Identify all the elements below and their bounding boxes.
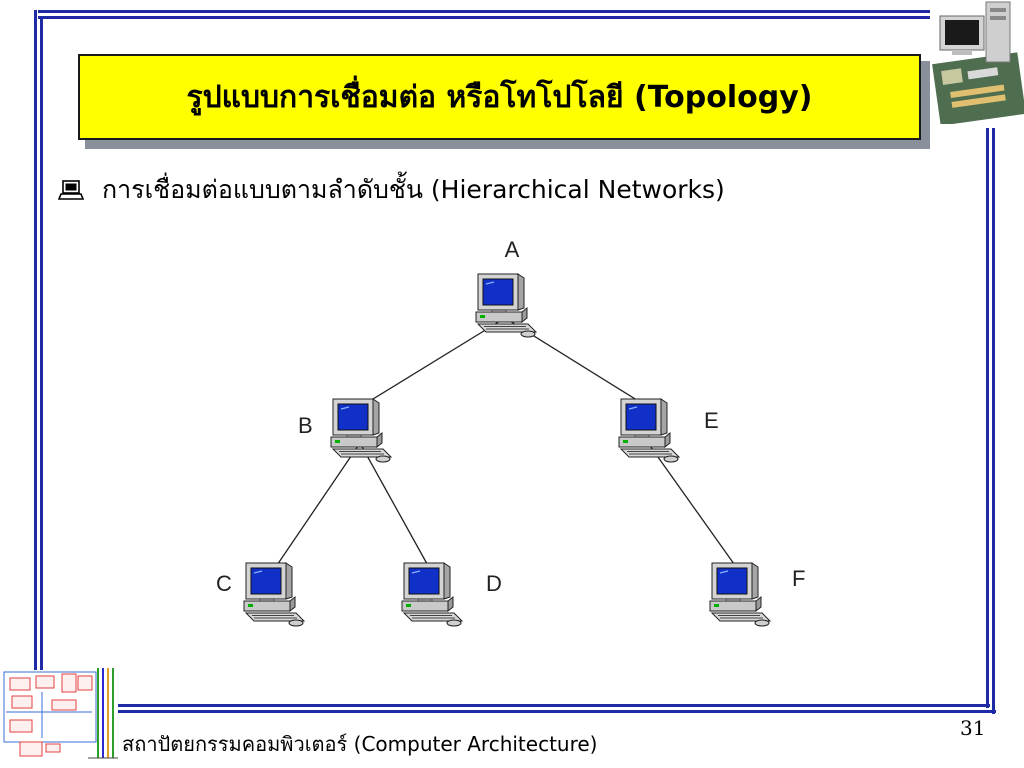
computer-node-A-desktop-computer-icon bbox=[475, 273, 537, 338]
corner-block-diagram-clipart bbox=[3, 668, 118, 759]
frame-right-line-1 bbox=[986, 128, 989, 708]
frame-top-line-1 bbox=[38, 10, 930, 13]
node-label-F: F bbox=[792, 566, 805, 591]
frame-bottom-line-1 bbox=[118, 704, 990, 707]
frame-left-line-1 bbox=[34, 10, 37, 670]
edge-B-C bbox=[272, 442, 361, 572]
page-number: 31 bbox=[960, 716, 986, 740]
corner-computer-clipart bbox=[932, 1, 1024, 124]
frame-top-line-2 bbox=[38, 16, 930, 19]
computer-node-B-desktop-computer-icon bbox=[330, 398, 392, 463]
bullet-text: การเชื่อมต่อแบบตามลำดับชั้น (Hierarchica… bbox=[102, 175, 725, 204]
edge-A-B bbox=[359, 317, 506, 408]
node-label-D: D bbox=[486, 571, 502, 596]
bullet-item: การเชื่อมต่อแบบตามลำดับชั้น (Hierarchica… bbox=[58, 170, 725, 210]
slide-title: รูปแบบการเชื่อมต่อ หรือโทโปโลยี (Topolog… bbox=[78, 54, 921, 140]
frame-bottom-line-2 bbox=[118, 710, 996, 713]
node-label-B: B bbox=[298, 413, 313, 438]
edge-B-D bbox=[359, 442, 432, 572]
node-label-C: C bbox=[216, 571, 232, 596]
frame-left-line-2 bbox=[40, 16, 43, 670]
laptop-icon bbox=[58, 180, 84, 200]
slide-title-text: รูปแบบการเชื่อมต่อ หรือโทโปโลยี (Topolog… bbox=[186, 79, 813, 115]
edge-E-F bbox=[647, 442, 740, 572]
footer-course-title: สถาปัตยกรรมคอมพิวเตอร์ (Computer Archite… bbox=[122, 732, 598, 756]
node-label-E: E bbox=[704, 408, 719, 433]
computer-node-E-desktop-computer-icon bbox=[618, 398, 680, 463]
computer-node-C-desktop-computer-icon bbox=[243, 562, 305, 627]
frame-right-line-2 bbox=[992, 128, 995, 714]
computer-node-D-desktop-computer-icon bbox=[401, 562, 463, 627]
node-label-A: A bbox=[505, 237, 520, 262]
computer-node-F-desktop-computer-icon bbox=[709, 562, 771, 627]
